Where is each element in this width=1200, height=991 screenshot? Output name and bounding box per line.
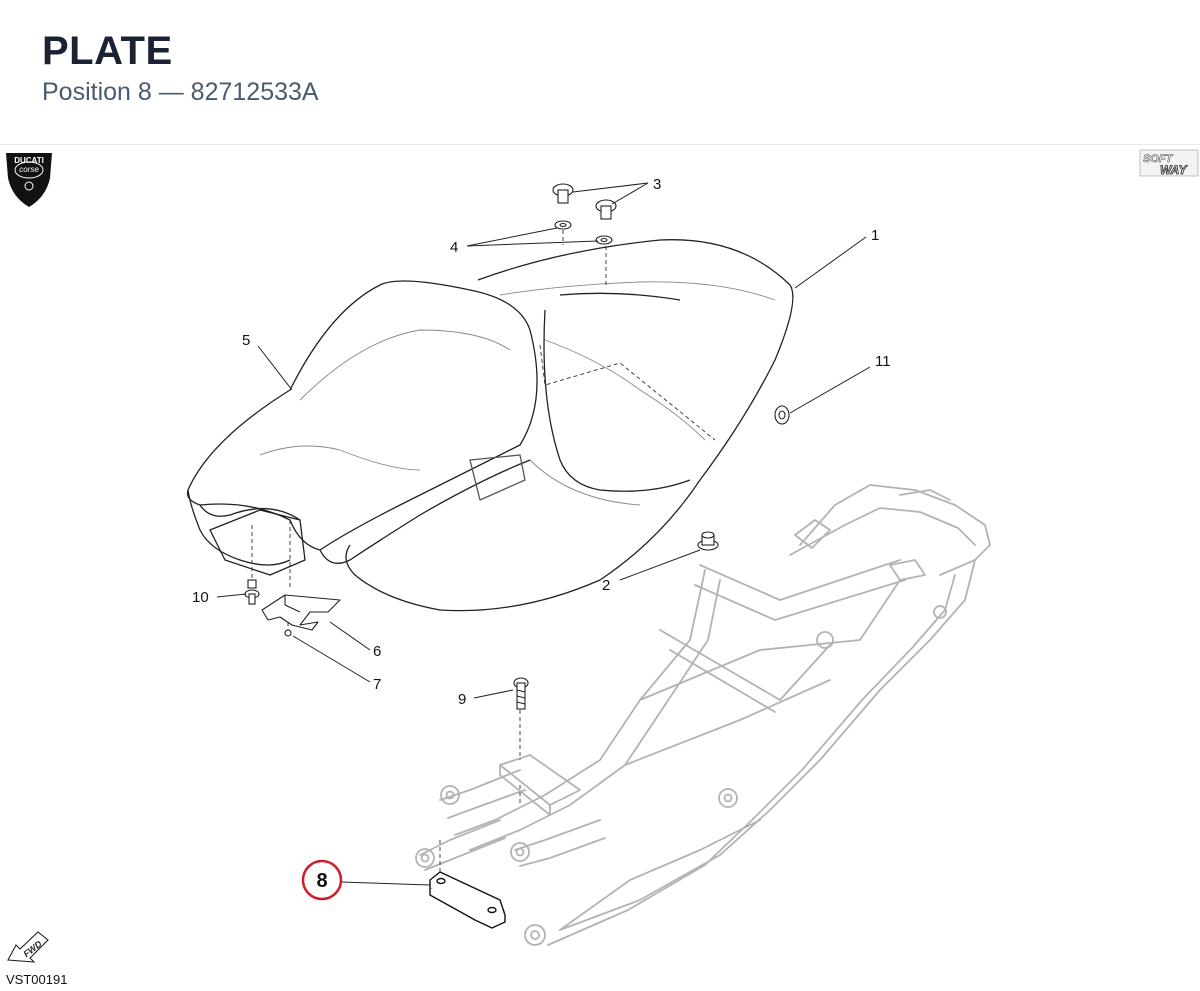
- callout-1: 1: [871, 227, 879, 244]
- screw-10: [244, 579, 260, 605]
- software-logo: SOFT WAY: [1139, 149, 1199, 177]
- callout-11: 11: [875, 353, 891, 370]
- logo-brand-top: DUCATI: [14, 156, 44, 165]
- drawing-code: VST00191: [6, 972, 68, 987]
- callout-9: 9: [458, 691, 466, 708]
- screws-and-washers: [552, 183, 617, 245]
- seat-bracket: [261, 594, 341, 637]
- seat-cowl: [345, 239, 794, 612]
- bolt-9: [513, 677, 529, 710]
- callout-3: 3: [653, 176, 661, 193]
- logo-brand-bottom: corse: [19, 165, 39, 174]
- plate-part[interactable]: [429, 871, 506, 929]
- callout-6: 6: [373, 643, 381, 660]
- leader-lines: [216, 182, 871, 886]
- rear-subframe: [415, 484, 991, 946]
- callout-8-highlight[interactable]: 8: [301, 859, 343, 901]
- callout-8: 8: [316, 870, 327, 892]
- highlight-ring: [301, 859, 343, 901]
- logo-software-top: SOFT: [1143, 153, 1174, 165]
- logo-software-bottom: WAY: [1160, 163, 1187, 177]
- ducati-corse-logo: DUCATI corse: [6, 153, 52, 207]
- rider-seat: [186, 280, 538, 576]
- callout-7: 7: [373, 676, 381, 693]
- rubber-pad: [697, 531, 719, 551]
- callout-10: 10: [192, 589, 209, 606]
- page-title: PLATE: [42, 29, 173, 73]
- callout-labels: 3 4 1 5 11 2 10 6 7 9: [192, 176, 891, 708]
- header: PLATE Position 8 — 82712533A: [42, 28, 319, 108]
- page-subtitle: Position 8 — 82712533A: [42, 78, 319, 106]
- exploded-parts-diagram: DUCATI corse SOFT WAY: [6, 149, 1199, 963]
- forward-direction-arrow: FWD: [7, 931, 49, 963]
- header-divider: [0, 144, 1200, 145]
- callout-4: 4: [450, 239, 458, 256]
- callout-2: 2: [602, 577, 610, 594]
- grommet: [774, 405, 790, 425]
- callout-5: 5: [242, 332, 250, 349]
